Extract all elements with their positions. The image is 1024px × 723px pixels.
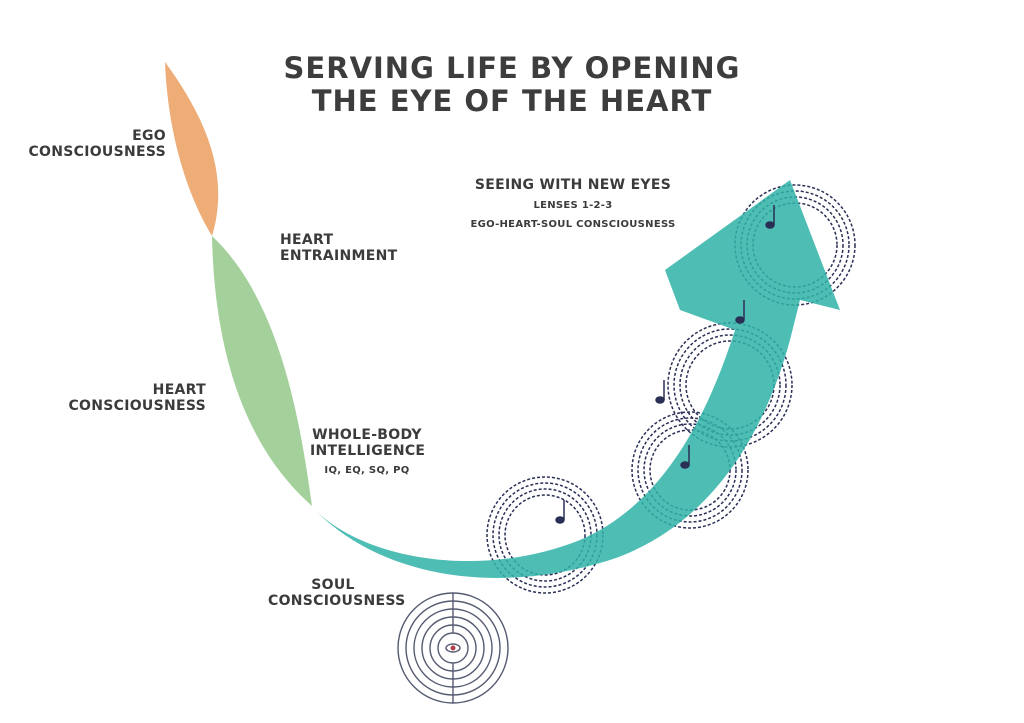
label-sub: Lenses 1-2-3 — [533, 200, 613, 212]
title-line-1: Serving Life by Opening — [283, 51, 741, 85]
page-title: Serving Life by Opening the Eye of the H… — [212, 52, 812, 118]
label-line: Soul — [311, 577, 355, 593]
label-ego-consciousness: Ego Consciousness — [28, 128, 166, 160]
label-soul-consciousness: Soul Consciousness — [268, 577, 406, 610]
label-line: Heart — [152, 382, 206, 398]
label-sub: Ego-Heart-Soul Consciousness — [470, 218, 676, 230]
label-line: Intelligence — [310, 443, 426, 460]
music-staff-circles — [486, 184, 856, 594]
title-line-2: the Eye of the Heart — [311, 84, 713, 118]
label-seeing-with-new-eyes: Seeing with New Eyes Lenses 1-2-3 Ego-He… — [466, 177, 680, 230]
heart-leaf-shape — [212, 236, 312, 506]
music-notes — [555, 205, 775, 524]
label-heart-entrainment: Heart Entrainment — [280, 232, 397, 264]
label-line: Consciousness — [28, 144, 166, 161]
ego-leaf-shape — [165, 62, 219, 236]
label-line: Heart — [280, 232, 334, 248]
label-heading: Seeing with New Eyes — [474, 177, 672, 193]
label-line: Whole-Body — [312, 427, 422, 443]
labyrinth-eye-icon — [397, 592, 509, 704]
label-line: Consciousness — [268, 593, 406, 610]
label-line: Ego — [132, 128, 166, 144]
label-line: Entrainment — [280, 248, 398, 265]
label-whole-body-intelligence: Whole-Body Intelligence IQ, EQ, SQ, PQ — [310, 427, 426, 477]
label-heart-consciousness: Heart Consciousness — [68, 382, 206, 414]
soul-arrow-shape — [310, 180, 840, 578]
label-line: Consciousness — [68, 398, 206, 415]
label-sub: IQ, EQ, SQ, PQ — [324, 465, 410, 477]
